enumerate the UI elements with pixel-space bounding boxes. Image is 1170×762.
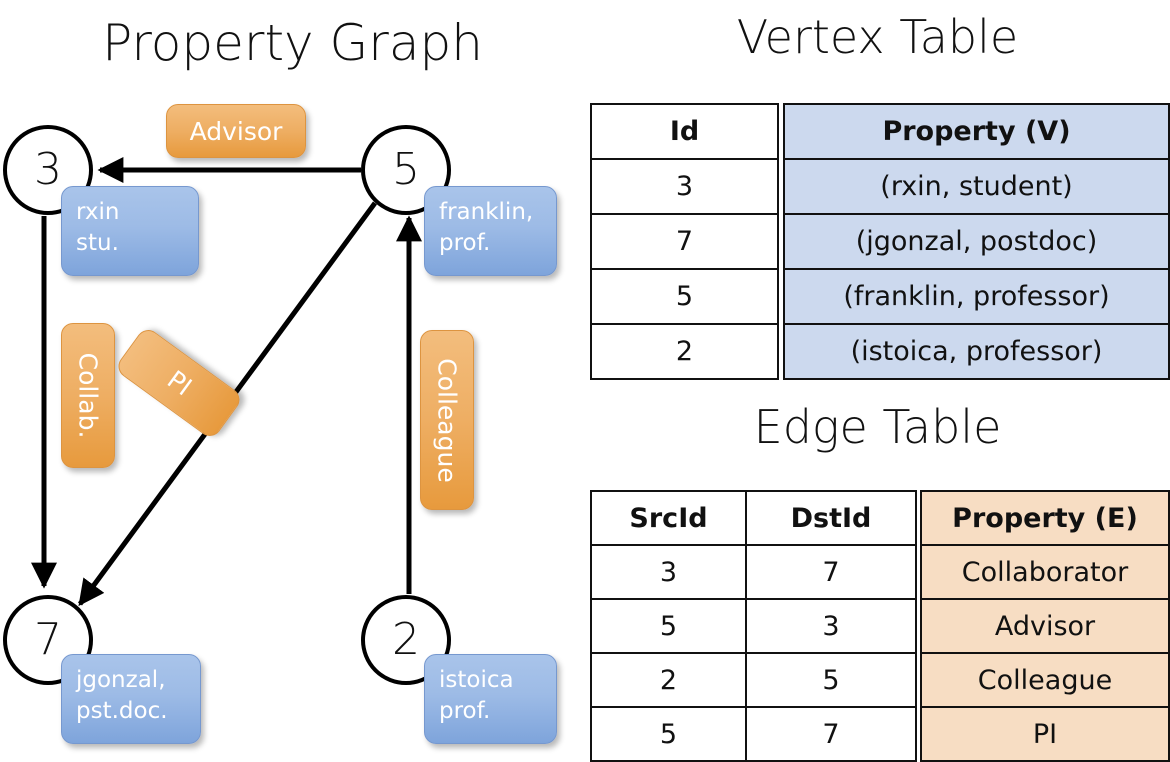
vertex-table-header-property: Property (V) [783, 103, 1170, 160]
edge-table-cell-srcid: 5 [590, 598, 747, 654]
table-row[interactable]: (franklin, professor) [783, 268, 1170, 325]
edge-label-colleague-text: Colleague [432, 357, 462, 483]
edge-label-pi-text: PI [161, 364, 197, 402]
property-graph-title: Property Graph [102, 14, 483, 72]
edge-table-srcid-column: SrcId 3 5 2 5 [590, 490, 747, 762]
table-header-row: Id [590, 103, 779, 160]
vertex-table-cell-property: (rxin, student) [783, 158, 1170, 215]
table-row[interactable]: 5 [590, 268, 779, 325]
table-row[interactable]: 7 [590, 213, 779, 270]
edge-table-cell-srcid: 3 [590, 544, 747, 600]
edge-table-cell-property: Colleague [920, 652, 1170, 708]
vertex-property-box-3[interactable]: rxin stu. [61, 186, 199, 276]
vertex-table-header-id: Id [590, 103, 779, 160]
property-graph-diagram: 3 5 7 2 rxin stu. franklin, prof. jgonza… [0, 0, 585, 760]
graph-node-5-label: 5 [392, 144, 420, 195]
table-row[interactable]: 3 [590, 158, 779, 215]
vertex-table-cell-property: (franklin, professor) [783, 268, 1170, 325]
table-header-row: DstId [745, 490, 917, 546]
table-row[interactable]: (jgonzal, postdoc) [783, 213, 1170, 270]
table-row[interactable]: 5 [590, 598, 747, 654]
edge-table-cell-property: Advisor [920, 598, 1170, 654]
graph-node-3-label: 3 [34, 144, 62, 195]
edge-label-collab[interactable]: Collab. [61, 323, 115, 468]
table-row[interactable]: Collaborator [920, 544, 1170, 600]
table-row[interactable]: 7 [745, 544, 917, 600]
edge-table-cell-srcid: 5 [590, 706, 747, 762]
graph-node-2-label: 2 [392, 614, 420, 665]
table-row[interactable]: PI [920, 706, 1170, 762]
table-row[interactable]: 7 [745, 706, 917, 762]
edge-table-cell-dstid: 7 [745, 706, 917, 762]
table-row[interactable]: (rxin, student) [783, 158, 1170, 215]
edge-label-advisor[interactable]: Advisor [166, 104, 306, 158]
edge-label-collab-text: Collab. [73, 352, 103, 439]
edge-table-cell-dstid: 5 [745, 652, 917, 708]
vertex-table-cell-id: 5 [590, 268, 779, 325]
edge-table-header-dstid: DstId [745, 490, 917, 546]
edge-table-cell-srcid: 2 [590, 652, 747, 708]
edge-table-header-property: Property (E) [920, 490, 1170, 546]
edge-table-dstid-column: DstId 7 3 5 7 [745, 490, 917, 762]
vertex-property-box-5[interactable]: franklin, prof. [424, 186, 557, 276]
table-row[interactable]: 5 [590, 706, 747, 762]
edge-table-cell-property: Collaborator [920, 544, 1170, 600]
edge-table-header-srcid: SrcId [590, 490, 747, 546]
table-row[interactable]: Colleague [920, 652, 1170, 708]
table-row[interactable]: 3 [745, 598, 917, 654]
vertex-table-id-column: Id 3 7 5 2 [590, 103, 779, 380]
vertex-table-title: Vertex Table [736, 10, 1019, 64]
edge-table-title: Edge Table [753, 400, 1002, 454]
graph-node-7-label: 7 [34, 614, 62, 665]
table-row[interactable]: 5 [745, 652, 917, 708]
graph-node-2[interactable]: 2 [361, 595, 451, 685]
edge-table-property-column: Property (E) Collaborator Advisor Collea… [920, 490, 1170, 762]
table-row[interactable]: 2 [590, 323, 779, 380]
vertex-table-property-column: Property (V) (rxin, student) (jgonzal, p… [783, 103, 1170, 380]
edge-table-cell-dstid: 3 [745, 598, 917, 654]
table-header-row: Property (E) [920, 490, 1170, 546]
table-header-row: SrcId [590, 490, 747, 546]
table-row[interactable]: 3 [590, 544, 747, 600]
vertex-property-box-7[interactable]: jgonzal, pst.doc. [61, 654, 201, 744]
vertex-table-cell-id: 3 [590, 158, 779, 215]
table-row[interactable]: Advisor [920, 598, 1170, 654]
vertex-table-cell-id: 7 [590, 213, 779, 270]
edge-label-colleague[interactable]: Colleague [420, 330, 474, 510]
edge-table-cell-dstid: 7 [745, 544, 917, 600]
edge-table-cell-property: PI [920, 706, 1170, 762]
table-header-row: Property (V) [783, 103, 1170, 160]
vertex-table-cell-id: 2 [590, 323, 779, 380]
vertex-table-cell-property: (istoica, professor) [783, 323, 1170, 380]
table-row[interactable]: (istoica, professor) [783, 323, 1170, 380]
vertex-table-cell-property: (jgonzal, postdoc) [783, 213, 1170, 270]
vertex-property-box-2[interactable]: istoica prof. [424, 654, 557, 744]
table-row[interactable]: 2 [590, 652, 747, 708]
